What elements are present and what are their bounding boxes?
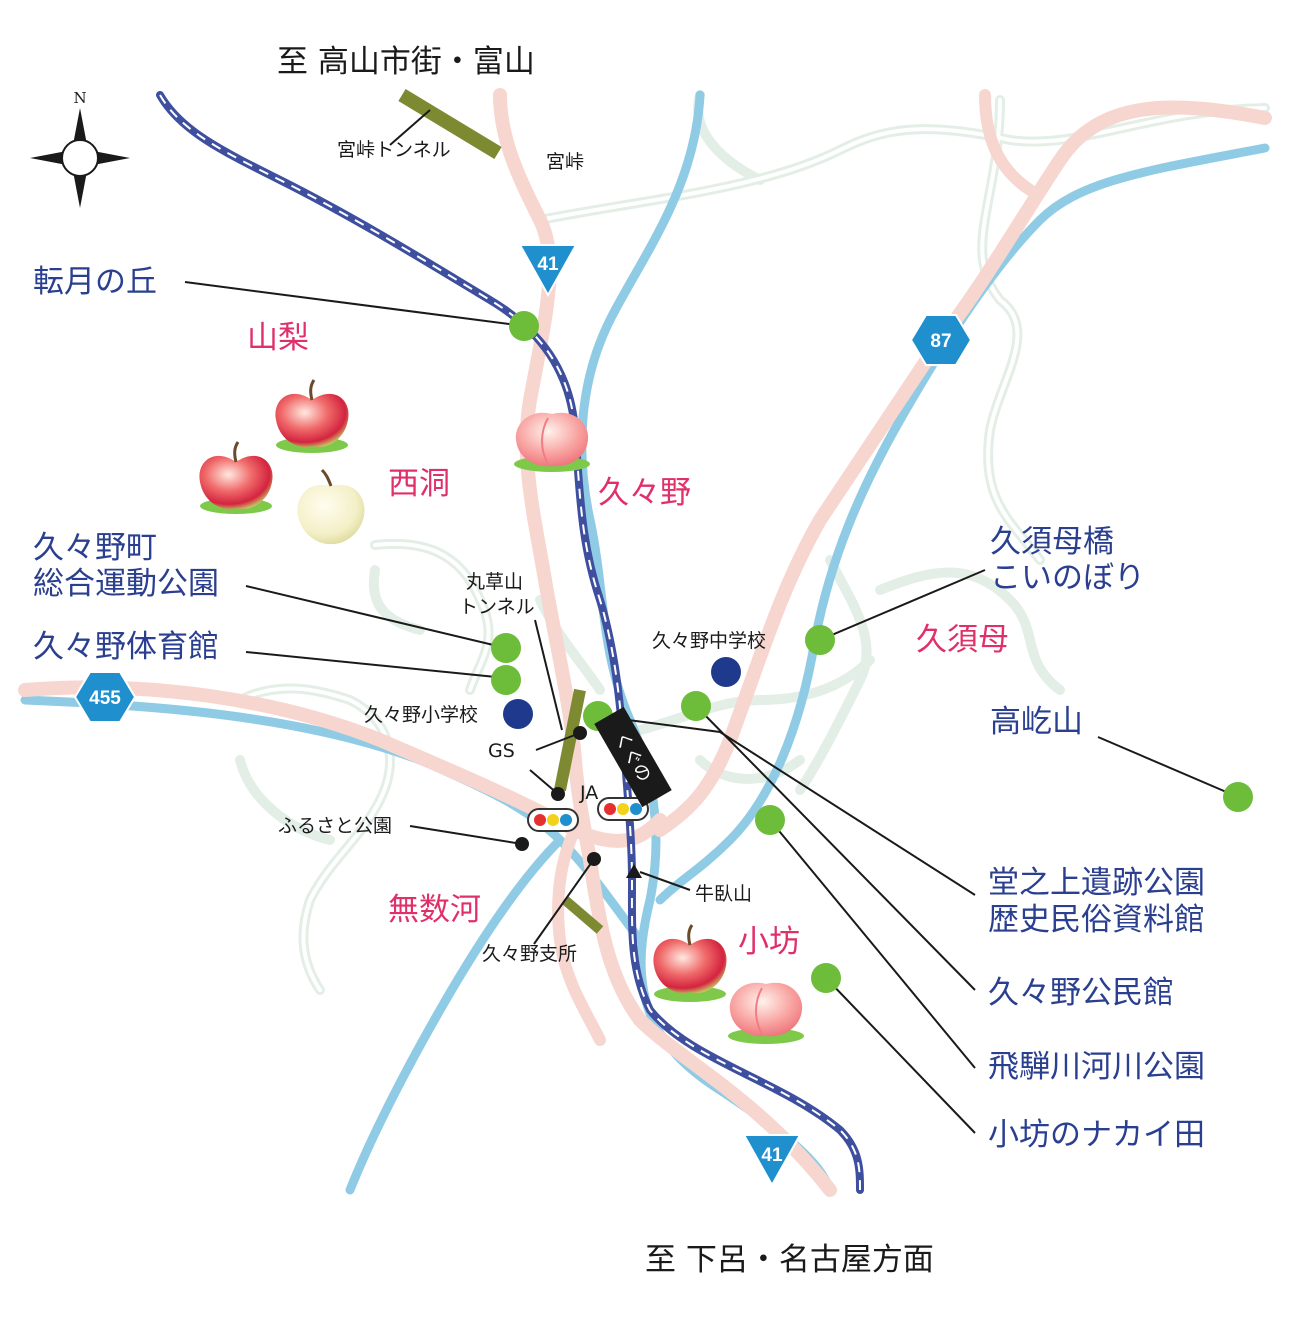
place-donoue-line1: 堂之上遺跡公園: [988, 865, 1205, 901]
traffic-signal-icon: [527, 808, 579, 832]
label-gs: GS: [488, 740, 515, 762]
poi-sports-park-marker: [491, 633, 521, 663]
poi-takagiyama-marker: [1223, 782, 1253, 812]
label-miyatoge: 宮峠: [546, 151, 584, 173]
apple-icon: [653, 924, 727, 1002]
furusato-park-marker: [515, 837, 529, 851]
place-river-park: 飛騨川河川公園: [988, 1049, 1205, 1085]
poi-tengetsu-marker: [509, 311, 539, 341]
route-455-sign: 455: [73, 671, 137, 723]
place-sports-park-line2: 総合運動公園: [33, 566, 219, 602]
south-destination: 至 下呂・名古屋方面: [645, 1242, 934, 1278]
place-donoue-line2: 歴史民俗資料館: [988, 902, 1205, 938]
area-yamanashi: 山梨: [247, 320, 309, 356]
route-455-number: 455: [89, 688, 121, 709]
poi-community-hall-marker: [681, 691, 711, 721]
peach-icon: [728, 982, 804, 1044]
place-kusumo-bridge-line2: こいのぼり: [990, 560, 1145, 596]
poi-markers: [491, 311, 1253, 993]
middle-school-marker: [711, 657, 741, 687]
route-41-top-number: 41: [537, 254, 559, 275]
place-sports-park-line1: 久々野町: [33, 530, 157, 566]
peach-icon: [514, 412, 590, 472]
apple-icon: [275, 379, 349, 453]
label-middle-school: 久々野中学校: [652, 630, 766, 652]
label-ja: JA: [579, 782, 598, 804]
area-kusumo: 久須母: [916, 622, 1009, 658]
label-furusato-park: ふるさと公園: [278, 815, 392, 837]
branch-office-marker: [587, 852, 601, 866]
route-87-number: 87: [930, 331, 951, 352]
area-nishibora: 西洞: [388, 466, 450, 502]
poi-river-park-marker: [755, 805, 785, 835]
place-gym: 久々野体育館: [33, 629, 219, 665]
place-takagiyama: 高屹山: [990, 704, 1083, 740]
route-41-bottom-number: 41: [761, 1145, 783, 1166]
leader-lines: [184, 109, 1239, 1134]
area-musuko: 無数河: [388, 892, 481, 928]
compass-north-letter: N: [73, 89, 86, 107]
route-41-top-sign: 41: [518, 244, 578, 298]
compass-icon: N: [30, 89, 130, 208]
label-gyugayama: 牛臥山: [695, 883, 752, 905]
poi-gym-marker: [491, 665, 521, 695]
north-destination: 至 高山市街・富山: [277, 44, 535, 80]
area-kobo: 小坊: [738, 924, 800, 960]
pear-icon: [297, 468, 365, 545]
route-41-bottom-sign: 41: [742, 1134, 802, 1188]
elementary-school-marker: [503, 699, 533, 729]
label-marukusayama-line2: トンネル: [459, 596, 535, 618]
poi-nakaida-marker: [811, 963, 841, 993]
traffic-signal-icon: [597, 797, 649, 821]
place-nakaida: 小坊のナカイ田: [988, 1117, 1205, 1153]
tunnels: [398, 89, 604, 934]
area-kuguno: 久々野: [598, 475, 691, 511]
place-tengetsu: 転月の丘: [33, 264, 157, 300]
label-elementary-school: 久々野小学校: [364, 704, 478, 726]
ja-marker: [551, 787, 565, 801]
route-87-sign: 87: [909, 314, 973, 366]
place-kusumo-bridge-line1: 久須母橋: [990, 524, 1114, 560]
railway: [156, 91, 864, 1194]
label-marukusayama-line1: 丸草山: [466, 571, 523, 593]
label-branch-office: 久々野支所: [482, 943, 577, 965]
mountain-icon: [626, 864, 642, 878]
apple-icon: [199, 441, 273, 514]
label-miyatoge-tunnel: 宮峠トンネル: [337, 139, 451, 161]
place-community-hall: 久々野公民館: [988, 975, 1174, 1011]
gs-marker: [573, 726, 587, 740]
poi-kusumo-bridge-marker: [805, 625, 835, 655]
